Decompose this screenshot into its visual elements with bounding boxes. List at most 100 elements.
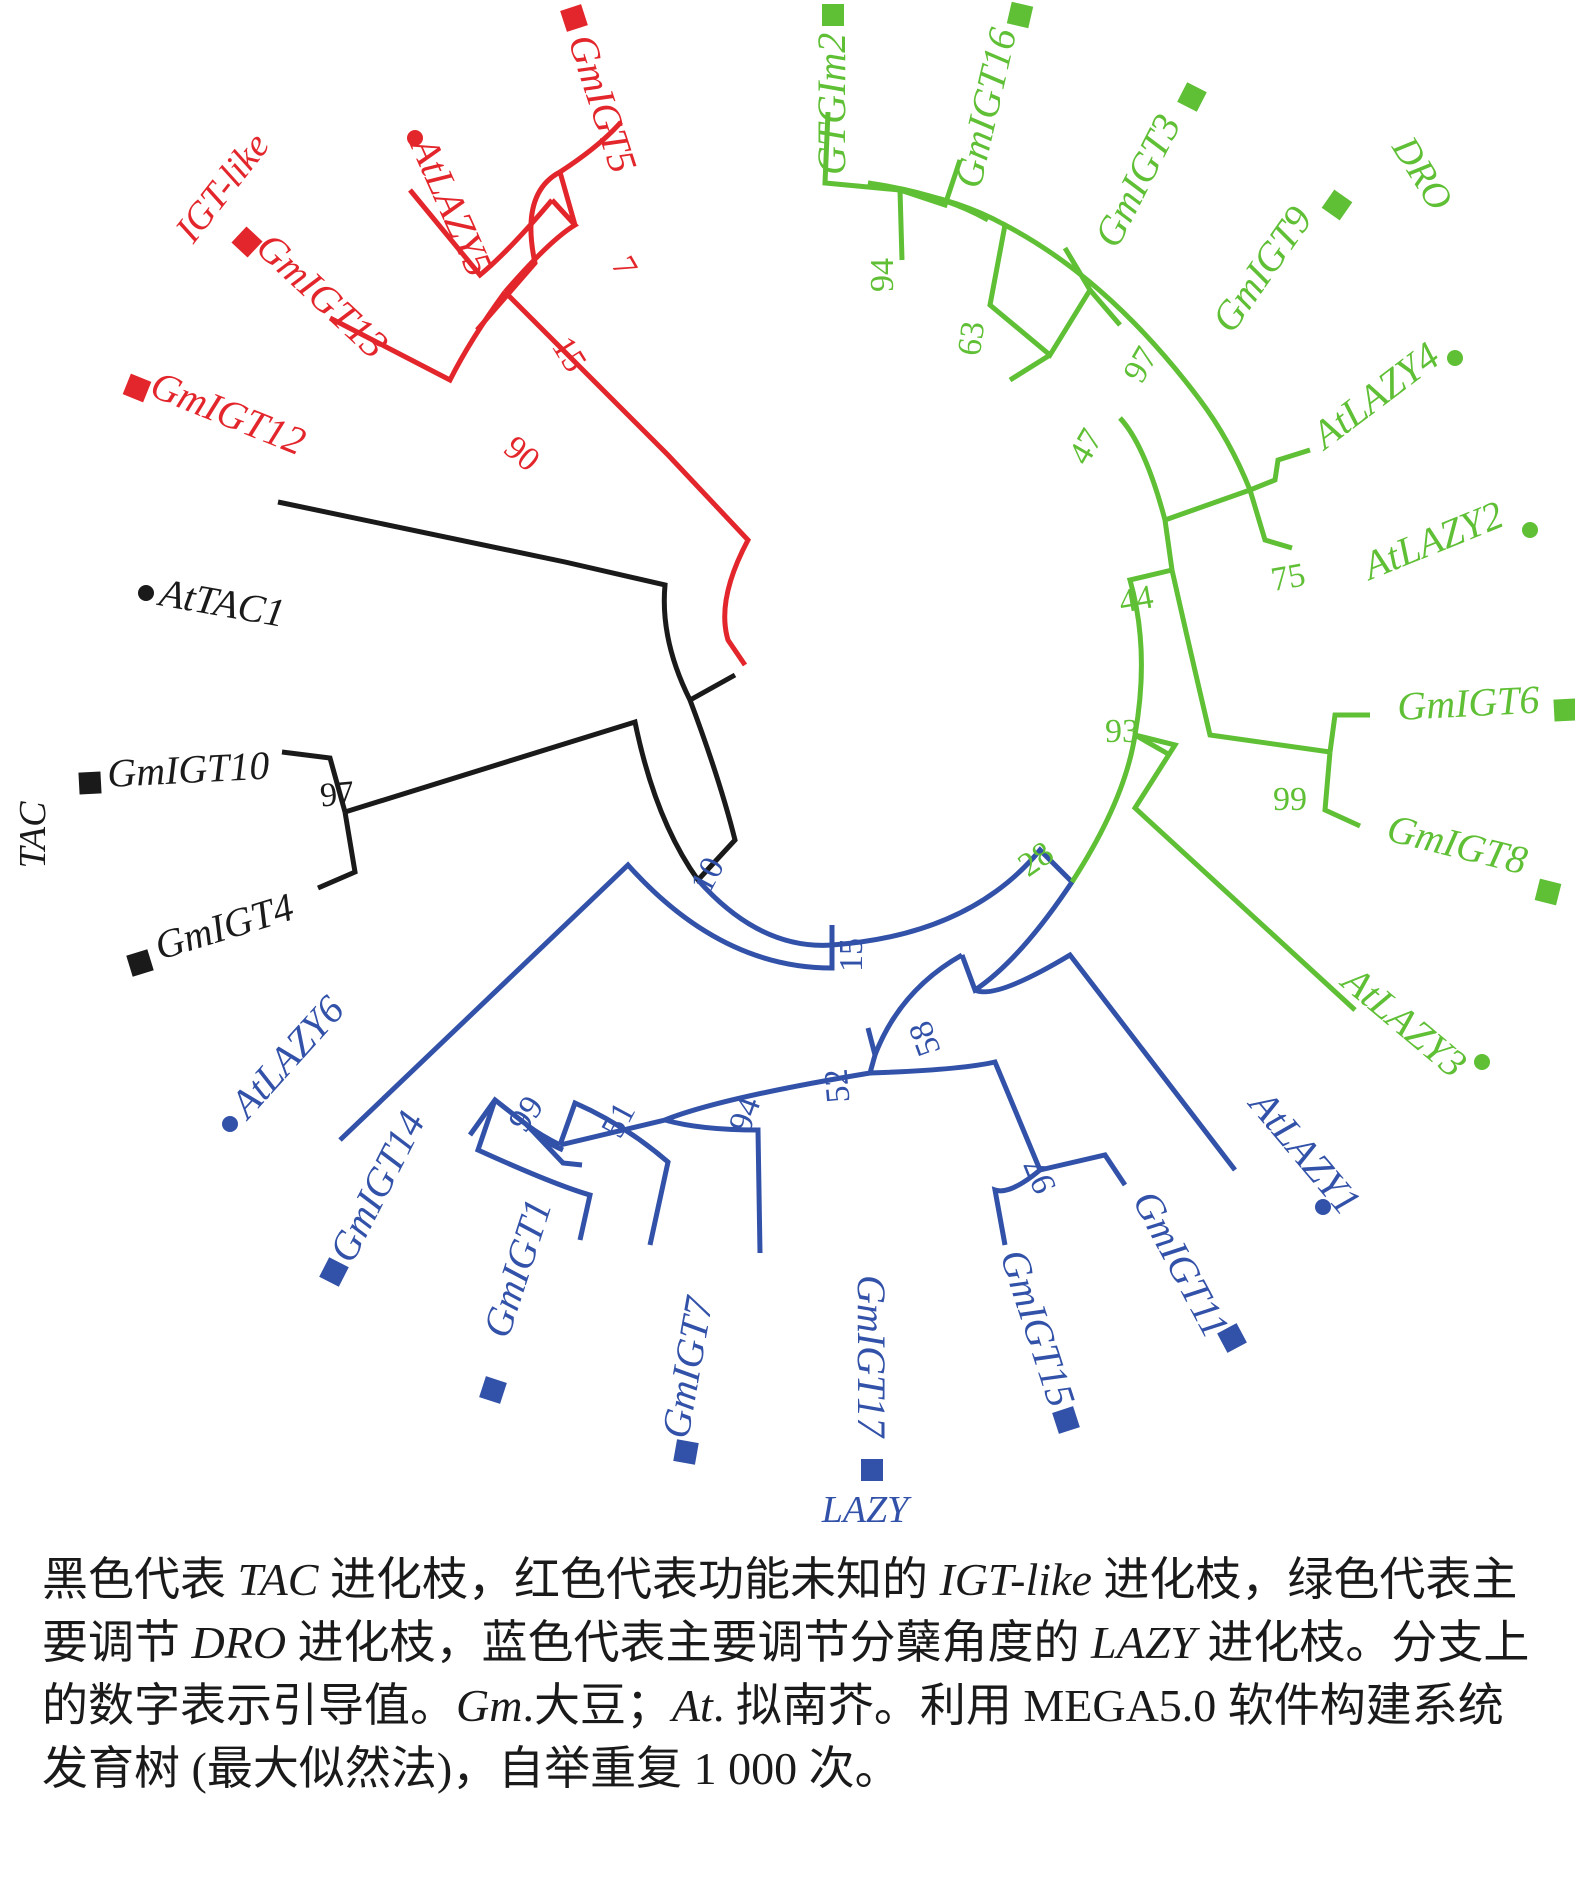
square-marker-icon bbox=[861, 1459, 883, 1481]
leaf-labels: GmIGT5AtLAZY5GmIGT13GmIGT12AtTAC1GmIGT10… bbox=[106, 24, 1540, 1442]
square-marker-icon bbox=[1553, 698, 1575, 722]
branch-igt-like bbox=[503, 290, 752, 667]
bootstrap-value: 7 bbox=[604, 250, 645, 283]
square-marker-icon bbox=[1217, 1323, 1247, 1353]
square-marker-icon bbox=[122, 373, 152, 403]
bootstrap-value: 93 bbox=[1105, 713, 1139, 750]
branch-dro bbox=[897, 187, 1007, 261]
caption-segment: DRO bbox=[191, 1617, 287, 1668]
leaf-label-atlazy1: AtLAZY1 bbox=[1239, 1080, 1370, 1224]
branch-dro bbox=[1164, 398, 1254, 523]
leaf-label-gmigt13: GmIGT13 bbox=[248, 224, 397, 368]
square-marker-icon bbox=[1177, 82, 1207, 112]
branch-lazy bbox=[831, 846, 1076, 994]
branch-dro bbox=[1118, 416, 1175, 571]
figure-caption: 黑色代表 TAC 进化枝，红色代表功能未知的 IGT-like 进化枝，绿色代表… bbox=[42, 1548, 1542, 1800]
circle-marker-icon bbox=[407, 130, 423, 146]
branch-dro bbox=[1169, 569, 1331, 755]
leaf-label-atlazy5: AtLAZY5 bbox=[401, 128, 503, 283]
caption-segment: LAZY bbox=[1091, 1617, 1196, 1668]
leaf-label-attac1: AtTAC1 bbox=[153, 569, 288, 636]
bootstrap-value: 15 bbox=[833, 938, 870, 972]
bootstrap-value: 97 bbox=[319, 775, 356, 815]
branch-lazy bbox=[973, 951, 1237, 1172]
branch-tac bbox=[281, 749, 348, 813]
bootstrap-value: 90 bbox=[497, 429, 547, 479]
leaf-label-gmigt9: GmIGT9 bbox=[1203, 198, 1321, 340]
circle-marker-icon bbox=[1474, 1054, 1490, 1070]
caption-segment: 进化枝，绿色代表主要调节 bbox=[42, 1554, 1518, 1668]
bootstrap-value: 28 bbox=[1011, 834, 1060, 884]
leaf-label-gmigt7: GmIGT7 bbox=[653, 1292, 722, 1442]
bootstrap-value: 97 bbox=[1017, 1153, 1064, 1198]
leaf-label-gmigt6: GmIGT6 bbox=[1396, 677, 1540, 729]
clade-label-dro: DRO bbox=[1383, 129, 1461, 218]
branch-igt-like bbox=[558, 120, 623, 175]
leaf-label-gmigt14: GmIGT14 bbox=[320, 1104, 434, 1269]
branch-dro bbox=[822, 111, 901, 193]
circle-marker-icon bbox=[138, 585, 154, 601]
bootstrap-value: 10 bbox=[683, 851, 732, 898]
leaf-label-gmigt8: GmIGT8 bbox=[1383, 805, 1532, 883]
branch-lazy bbox=[865, 952, 964, 1064]
caption-segment: 进化枝，红色代表功能未知的 bbox=[318, 1554, 940, 1605]
leaf-label-gmigt11: GmIGT11 bbox=[1124, 1183, 1239, 1345]
branch-dro bbox=[1008, 352, 1052, 383]
branch-dro bbox=[1088, 288, 1122, 327]
branch-dro bbox=[1322, 751, 1362, 829]
branch-lazy bbox=[1039, 1152, 1128, 1187]
branch-tac bbox=[317, 811, 358, 891]
branch-dro bbox=[1327, 712, 1370, 753]
square-marker-icon bbox=[1052, 1406, 1080, 1434]
branch-lazy bbox=[525, 1123, 565, 1153]
leaf-label-gmigt3: GmIGT3 bbox=[1085, 107, 1190, 254]
caption-segment: 黑色代表 bbox=[42, 1554, 238, 1605]
branch-dro bbox=[1069, 731, 1172, 884]
branch-igt-like bbox=[408, 188, 554, 279]
square-marker-icon bbox=[479, 1376, 507, 1404]
caption-segment: .大豆； bbox=[522, 1680, 672, 1731]
bootstrap-value: 99 bbox=[1273, 781, 1307, 818]
square-marker-icon bbox=[78, 771, 102, 795]
circle-marker-icon bbox=[1522, 522, 1538, 538]
circle-marker-icon bbox=[1315, 1199, 1331, 1215]
square-marker-icon bbox=[319, 1257, 349, 1287]
bootstrap-value: 44 bbox=[1116, 578, 1156, 620]
bootstrap-value: 47 bbox=[1061, 423, 1110, 471]
square-marker-icon bbox=[673, 1439, 699, 1465]
clade-label-igt-like: IGT-like bbox=[167, 125, 278, 251]
bootstrap-value: 63 bbox=[951, 319, 992, 358]
circle-marker-icon bbox=[222, 1116, 238, 1132]
leaf-label-atlazy4: AtLAZY4 bbox=[1301, 333, 1448, 459]
leaf-label-atlazy3: AtLAZY3 bbox=[1332, 955, 1476, 1086]
clade-label-lazy: LAZY bbox=[821, 1489, 912, 1531]
square-marker-icon bbox=[1321, 189, 1353, 221]
bootstrap-value: 52 bbox=[818, 1067, 858, 1104]
leaf-label-gmigt4: GmIGT4 bbox=[149, 884, 298, 969]
branch-lazy bbox=[869, 1059, 1043, 1171]
leaf-label-atlazy6: AtLAZY6 bbox=[219, 987, 353, 1128]
branch-lazy bbox=[664, 1117, 763, 1254]
leaf-label-gmigt5: GmIGT5 bbox=[559, 29, 646, 178]
leaf-label-gtgim2: GTGIm2 bbox=[809, 33, 854, 175]
branch-tac bbox=[277, 499, 737, 704]
branch-lazy bbox=[474, 1099, 593, 1241]
branch-dro bbox=[987, 221, 1202, 402]
caption-segment: TAC bbox=[237, 1554, 319, 1605]
branch-dro bbox=[899, 159, 963, 209]
branch-dro bbox=[1131, 732, 1357, 1012]
branch-dro bbox=[1126, 567, 1173, 736]
caption-segment: . 拟南芥。利用 MEGA5.0 软件构建系统发育树 (最大似然法)，自举重复 … bbox=[42, 1680, 1504, 1794]
bootstrap-value: 99 bbox=[501, 1089, 551, 1138]
square-marker-icon bbox=[1534, 878, 1562, 906]
caption-segment: Gm bbox=[456, 1680, 523, 1731]
leaf-label-gmigt15: GmIGT15 bbox=[991, 1244, 1084, 1412]
caption-segment: IGT-like bbox=[939, 1554, 1092, 1605]
square-marker-icon bbox=[822, 4, 844, 26]
square-marker-icon bbox=[126, 949, 154, 977]
branch-dro bbox=[1249, 447, 1311, 493]
bootstrap-value: 94 bbox=[864, 258, 901, 292]
branch-dro bbox=[867, 180, 990, 223]
leaf-label-gmigt12: GmIGT12 bbox=[145, 362, 312, 464]
